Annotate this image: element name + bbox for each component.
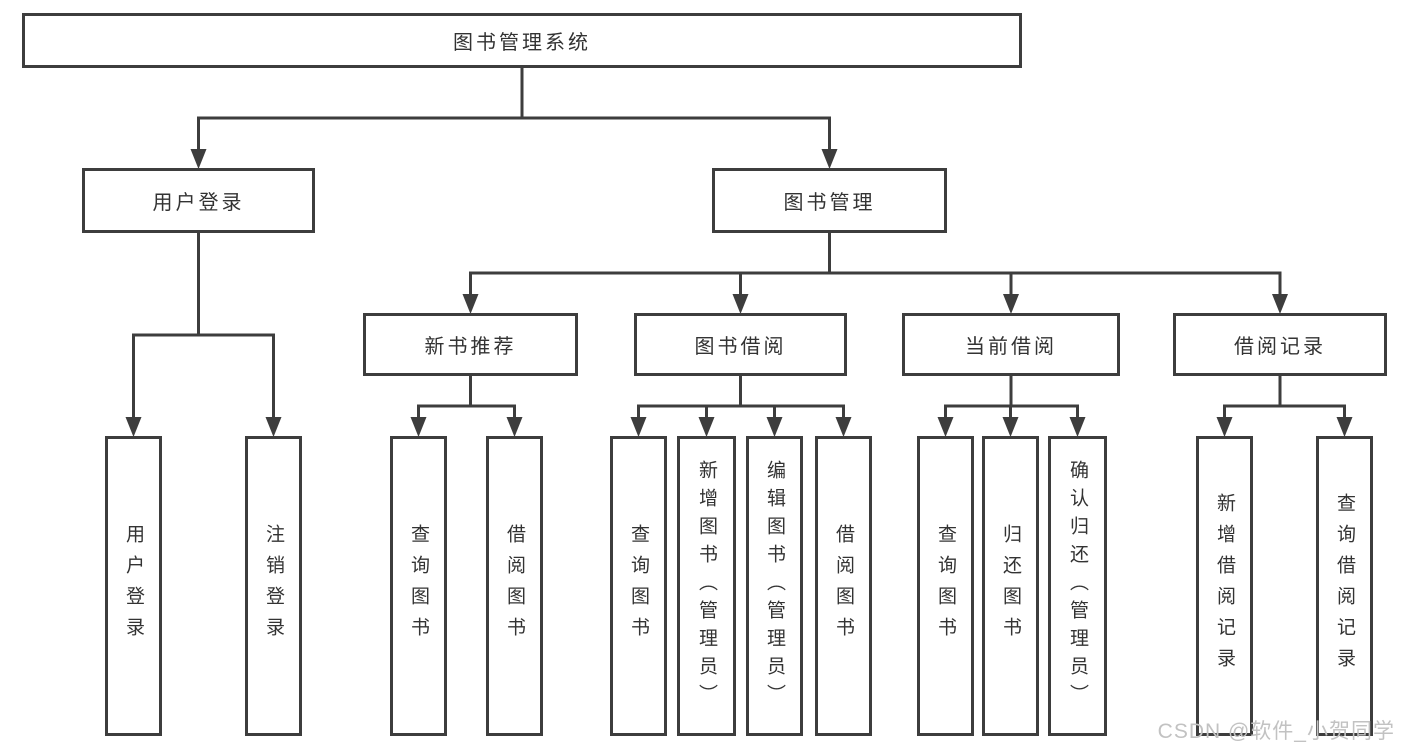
node-records: 借阅记录 <box>1173 313 1387 376</box>
node-leaf-borrow-book-1: 借阅图书 <box>486 436 543 736</box>
node-leaf-add-record: 新增借阅记录 <box>1196 436 1253 736</box>
node-login: 用户登录 <box>82 168 315 233</box>
node-leaf-logout: 注销登录 <box>245 436 302 736</box>
node-leaf-query-book-2: 查询图书 <box>610 436 667 736</box>
node-leaf-query-book-1: 查询图书 <box>390 436 447 736</box>
node-mgmt: 图书管理 <box>712 168 947 233</box>
node-leaf-query-record: 查询借阅记录 <box>1316 436 1373 736</box>
node-current: 当前借阅 <box>902 313 1120 376</box>
node-leaf-confirm-return: 确认归还（管理员） <box>1048 436 1107 736</box>
node-leaf-user-login: 用户登录 <box>105 436 162 736</box>
node-borrow: 图书借阅 <box>634 313 847 376</box>
node-leaf-add-book: 新增图书（管理员） <box>677 436 736 736</box>
node-newbook: 新书推荐 <box>363 313 578 376</box>
node-leaf-edit-book: 编辑图书（管理员） <box>746 436 803 736</box>
node-leaf-borrow-book-2: 借阅图书 <box>815 436 872 736</box>
node-leaf-query-book-3: 查询图书 <box>917 436 974 736</box>
node-root: 图书管理系统 <box>22 13 1022 68</box>
node-leaf-return-book: 归还图书 <box>982 436 1039 736</box>
